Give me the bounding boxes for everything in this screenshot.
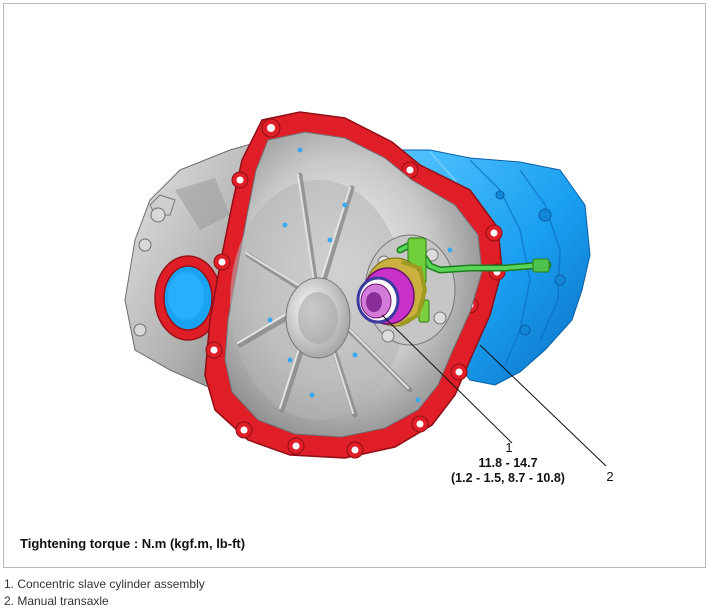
callout-1-number: 1 [505,440,512,455]
bell-housing-interior [224,131,483,438]
concentric-slave-cylinder [356,257,428,327]
torque-note: Tightening torque : N.m (kgf.m, lb-ft) [20,536,246,551]
legend-item-2: 2. Manual transaxle [4,594,109,608]
callout-2-number: 2 [606,469,613,484]
output-seal [154,255,222,341]
callout-1-torque: 11.8 - 14.7 [478,456,537,470]
legend-item-1: 1. Concentric slave cylinder assembly [4,577,205,591]
callout-1-torque-alt: (1.2 - 1.5, 8.7 - 10.8) [451,471,565,485]
callout-leader-1 [381,314,513,444]
legend: 1. Concentric slave cylinder assembly 2.… [4,576,205,610]
callout-leader-2 [479,344,607,467]
clutch-hydraulic-tube [396,237,552,323]
